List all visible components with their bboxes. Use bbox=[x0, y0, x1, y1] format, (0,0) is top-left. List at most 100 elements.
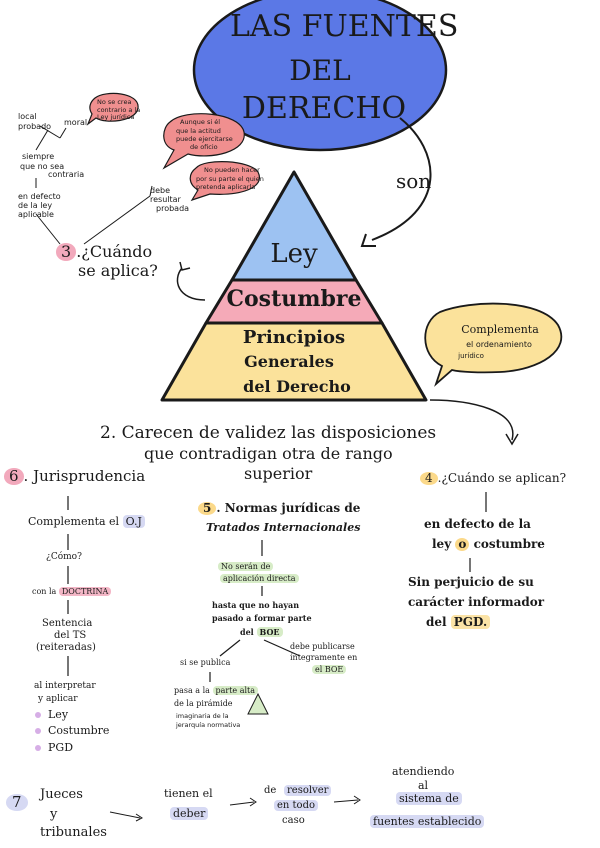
s3-bubble-top-2: contrario a la bbox=[97, 106, 141, 114]
s7-caso: caso bbox=[282, 815, 305, 826]
complementa-bubble bbox=[424, 302, 563, 387]
s4-number: 4 bbox=[420, 471, 438, 486]
son-arrow bbox=[371, 117, 432, 241]
complementa-line-3: jurídico bbox=[458, 352, 484, 360]
s7-fuentes: fuentes establecido bbox=[370, 815, 485, 828]
s6-item-pgd: PGD bbox=[48, 741, 74, 754]
son-label: son bbox=[396, 169, 432, 193]
title-oval bbox=[192, 0, 448, 152]
s5-si-publica: si se publica bbox=[180, 658, 231, 667]
s7-y: y bbox=[50, 807, 58, 822]
s3-local: local bbox=[18, 112, 37, 121]
s7-resolver: resolver bbox=[284, 785, 332, 796]
s4-heading: 4.¿Cuándo se aplican? bbox=[420, 471, 566, 486]
s6-heading-text: . Jurisprudencia bbox=[23, 467, 146, 485]
s7-tribunales: tribunales bbox=[40, 825, 107, 840]
s3-bubble-top-3: Ley jurídica bbox=[97, 113, 135, 121]
s4-pgd: PGD. bbox=[450, 615, 491, 629]
s3-siempre-3: contraria bbox=[48, 170, 85, 179]
s7-atendiendo: atendiendo bbox=[392, 765, 455, 778]
s2-line-1: 2. Carecen de validez las disposiciones bbox=[100, 423, 437, 443]
s3-bubble-low-1: No pueden hacer bbox=[204, 166, 260, 174]
pyramid-label-costumbre: Costumbre bbox=[226, 286, 362, 312]
s7-en-todo: en todo bbox=[274, 800, 318, 811]
s5-hasta-2: pasado a formar parte bbox=[212, 613, 312, 623]
pyramid-label-ley: Ley bbox=[270, 239, 318, 269]
s6-complementa: Complementa el O.J bbox=[28, 515, 145, 528]
s6-oj: O.J bbox=[122, 515, 145, 528]
s6-sentencia-2: del TS bbox=[54, 630, 87, 641]
s3-heading-line-2: se aplica? bbox=[78, 261, 158, 280]
s5-pasa-2: de la pirámide bbox=[174, 699, 233, 708]
s5-heading-line-2: Tratados Internacionales bbox=[206, 521, 361, 534]
s3-debe-3: probada bbox=[156, 204, 190, 213]
title-line-3: DERECHO bbox=[241, 91, 407, 126]
s6-heading: 6. Jurisprudencia bbox=[4, 468, 145, 485]
s3-bubble-low-3: pretenda aplicarla bbox=[196, 183, 256, 191]
s3-number: 3 bbox=[56, 243, 77, 261]
pyramid-bottom bbox=[160, 321, 428, 402]
s2-line-2: que contradigan otra de rango bbox=[144, 444, 393, 463]
complementa-line-2: el ordenamiento bbox=[466, 340, 532, 349]
s6-sentencia-1: Sentencia bbox=[42, 618, 93, 629]
s7-sistema: sistema de bbox=[396, 792, 462, 805]
s6-number: 6 bbox=[4, 468, 24, 485]
s3-siempre-1: siempre bbox=[22, 152, 55, 161]
complementa-line-1: Complementa bbox=[461, 323, 539, 336]
s3-heading-line-1: 3.¿Cuándo bbox=[56, 243, 152, 261]
s5-boe: BOE bbox=[256, 627, 283, 637]
s3-siempre-2: que no sea bbox=[20, 162, 65, 171]
pyramid-label-principios: Principios bbox=[242, 327, 346, 348]
s6-sentencia-3: (reiteradas) bbox=[36, 642, 96, 653]
s3-bubble-mid-2: que la actitud bbox=[176, 127, 221, 135]
s7-al: al bbox=[418, 779, 429, 792]
s5-debe-pub-3: el BOE bbox=[312, 665, 347, 675]
s5-parte-alta: parte alta bbox=[212, 686, 259, 695]
s5-hasta-1: hasta que no hayan bbox=[212, 600, 300, 610]
s4-o: o bbox=[455, 537, 470, 552]
s5-debe-pub-2: íntegramente en bbox=[290, 653, 358, 662]
s7-number: 7 bbox=[6, 794, 28, 811]
s3-bubble-low-2: por su parte el quien bbox=[196, 175, 264, 183]
bubble-low bbox=[189, 161, 261, 202]
title-line-1: LAS FUENTES bbox=[230, 9, 459, 44]
s7-jueces: Jueces bbox=[40, 787, 83, 802]
section3-arrow bbox=[176, 267, 206, 301]
s3-bubble-mid-3: puede ejercitarse bbox=[176, 135, 233, 143]
section4-curve bbox=[429, 399, 514, 441]
s5-number: 5 bbox=[198, 501, 217, 516]
s6-item-costumbre: Costumbre bbox=[48, 724, 110, 737]
s5-pasa-1: pasa a la parte alta bbox=[174, 686, 259, 696]
s6-doctrina: DOCTRINA bbox=[58, 587, 112, 596]
s2-line-3: superior bbox=[244, 464, 313, 483]
bubble-mid bbox=[162, 113, 245, 170]
s5-hasta-3: del BOE bbox=[240, 627, 283, 637]
s3-debe-2: resultar bbox=[150, 195, 181, 204]
s5-no-seran-2: aplicación directa bbox=[220, 574, 299, 584]
s5-debe-pub-1: debe publicarse bbox=[290, 642, 355, 651]
s4-line-4: carácter informador bbox=[408, 595, 545, 609]
s3-bubble-mid-1: Aunque si él bbox=[180, 118, 221, 126]
s3-bubble-top-1: No se crea bbox=[97, 98, 132, 106]
s4-line-5: del PGD. bbox=[426, 615, 491, 629]
s5-pasa-4: jerarquía normativa bbox=[176, 721, 241, 729]
s3-bubble-mid-4: de oficio bbox=[190, 143, 218, 151]
s3-moral: moral bbox=[64, 118, 88, 127]
s6-interpretar-1: al interpretar bbox=[34, 681, 96, 691]
s5-pasa-3: imaginaria de la bbox=[176, 712, 229, 720]
s3-probado: probado bbox=[18, 122, 52, 131]
s7-de: de bbox=[264, 785, 277, 796]
s6-con-la: con la DOCTRINA bbox=[32, 587, 112, 597]
s7-tienen: tienen el bbox=[164, 787, 213, 800]
s7-deber: deber bbox=[170, 807, 209, 820]
s6-como: ¿Cómo? bbox=[46, 552, 82, 562]
s4-line-3: Sin perjuicio de su bbox=[408, 575, 534, 589]
s3-defecto-3: aplicable bbox=[18, 210, 54, 219]
s3-defecto-2: de la ley bbox=[18, 201, 53, 210]
s3-debe-1: debe bbox=[150, 186, 170, 195]
s6-item-ley: Ley bbox=[48, 708, 69, 721]
title-line-2: DEL bbox=[289, 54, 351, 87]
s6-interpretar-2: y aplicar bbox=[38, 694, 78, 704]
s4-line-1: en defecto de la bbox=[424, 517, 531, 531]
